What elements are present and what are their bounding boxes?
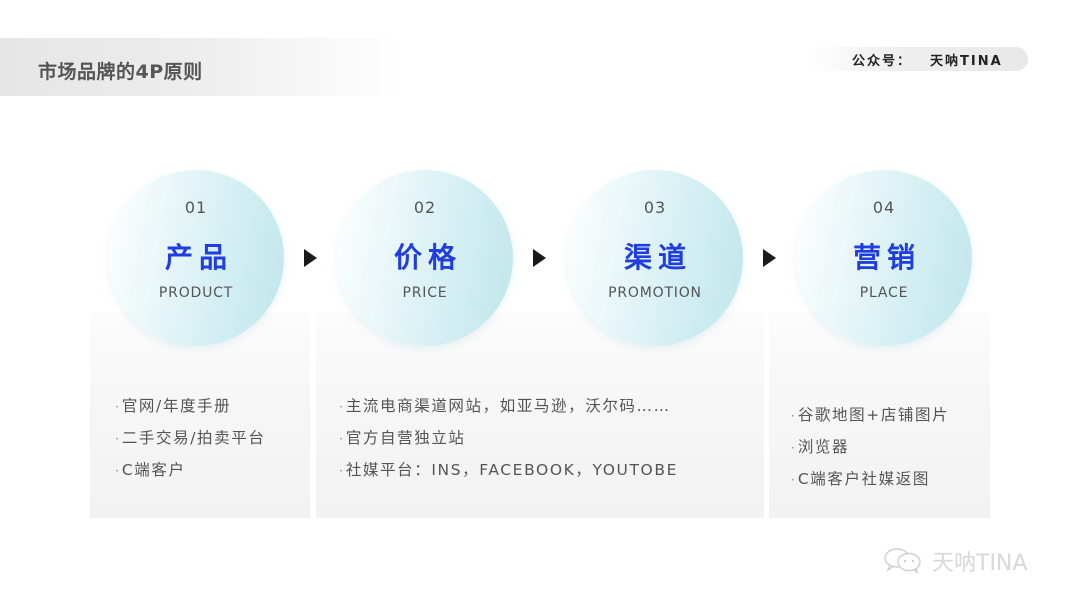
bullet-dot: · [791,441,795,455]
account-pill [808,47,1028,71]
bullet-dot: · [339,464,343,478]
bullet-dot: · [791,473,795,487]
wechat-icon [884,548,921,574]
step-title-cn: 价格 [393,241,462,274]
arrow-right-icon [763,249,776,267]
page-title: 市场品牌的4P原则 [38,61,203,83]
bullet-dot: · [115,432,119,446]
list-item: ·C端客户社媒返图 [791,470,930,488]
bullet-dot: · [115,464,119,478]
account-label: 公众号： [852,54,913,69]
bullet-dot: · [339,432,343,446]
list-item: ·二手交易/拍卖平台 [115,429,266,447]
arrow-right-icon [533,249,546,267]
panel-product-place [90,312,310,518]
step-title-en: PRODUCT [158,285,234,301]
step-number: 02 [413,198,437,217]
list-item: ·C端客户 [115,461,186,479]
step-number: 04 [872,198,896,217]
panel-place [769,312,990,518]
step-number: 01 [184,198,208,217]
step-title-cn: 渠道 [623,241,692,274]
bullet-list-3: ·谷歌地图+店铺图片 ·浏览器 ·C端客户社媒返图 [791,399,949,495]
step-circle-promotion: 03 渠道 PROMOTION [567,170,743,346]
step-title-en: PLACE [859,285,909,301]
list-item: ·官网/年度手册 [115,397,232,415]
step-title-en: PRICE [402,285,448,301]
step-number: 03 [643,198,667,217]
panel-price-promotion [316,312,764,518]
list-item: ·浏览器 [791,438,850,456]
watermark: 天呐TINA [882,545,1027,577]
watermark-text: 天呐TINA [932,551,1028,576]
list-item: ·官方自营独立站 [339,429,466,447]
step-title-en: PROMOTION [608,285,702,301]
bullet-dot: · [115,400,119,414]
account-name: 天呐TINA [930,54,1003,69]
step-circle-place: 04 营销 PLACE [796,170,972,346]
step-circle-product: 01 产品 PRODUCT [108,170,284,346]
title-bar [0,38,400,96]
list-item: ·主流电商渠道网站，如亚马逊，沃尔码…… [339,397,671,415]
bullet-dot: · [339,400,343,414]
list-item: ·社媒平台：INS，FACEBOOK，YOUTOBE [339,461,678,479]
step-title-cn: 产品 [164,241,233,274]
bullet-list-2: ·主流电商渠道网站，如亚马逊，沃尔码…… ·官方自营独立站 ·社媒平台：INS，… [339,390,678,486]
arrow-right-icon [304,249,317,267]
bullet-list-1: ·官网/年度手册 ·二手交易/拍卖平台 ·C端客户 [115,390,265,486]
step-title-cn: 营销 [852,241,921,274]
step-circle-price: 02 价格 PRICE [337,170,513,346]
bullet-dot: · [791,409,795,423]
list-item: ·谷歌地图+店铺图片 [791,406,950,424]
